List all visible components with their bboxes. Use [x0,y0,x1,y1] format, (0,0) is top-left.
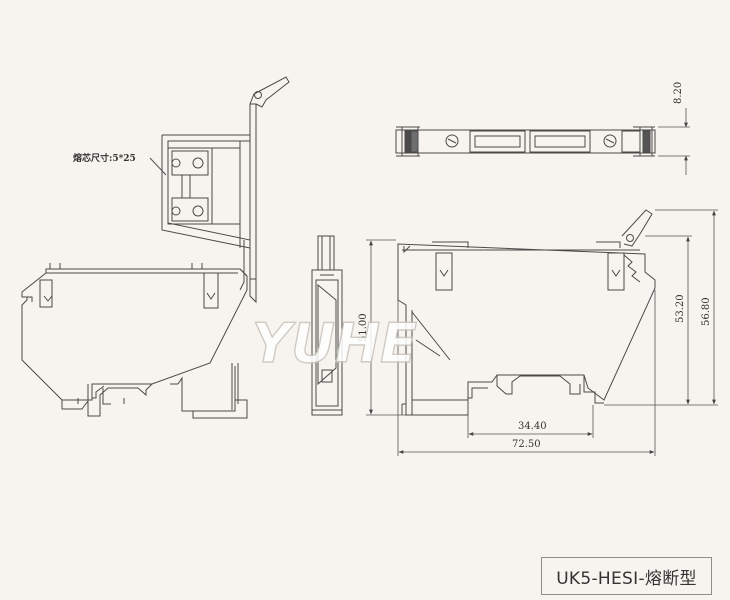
dim-body-height: 53.20 [675,294,686,323]
dimension-lines [366,108,718,456]
fuse-size-note: 熔芯尺寸:5*25 [73,152,136,164]
dim-total-width: 72.50 [512,439,541,450]
dim-side-height: 51.00 [358,313,369,342]
right-view-closed [397,209,656,416]
dim-total-height: 56.80 [701,297,712,326]
left-view-open [21,76,290,419]
model-caption: UK5-HESI-熔断型 [541,557,712,595]
dim-top-height: 8.20 [673,82,684,104]
top-view [395,126,656,157]
side-view [311,235,343,416]
watermark-logo: YUHE [252,312,417,375]
dim-rail-width: 34.40 [518,421,547,432]
